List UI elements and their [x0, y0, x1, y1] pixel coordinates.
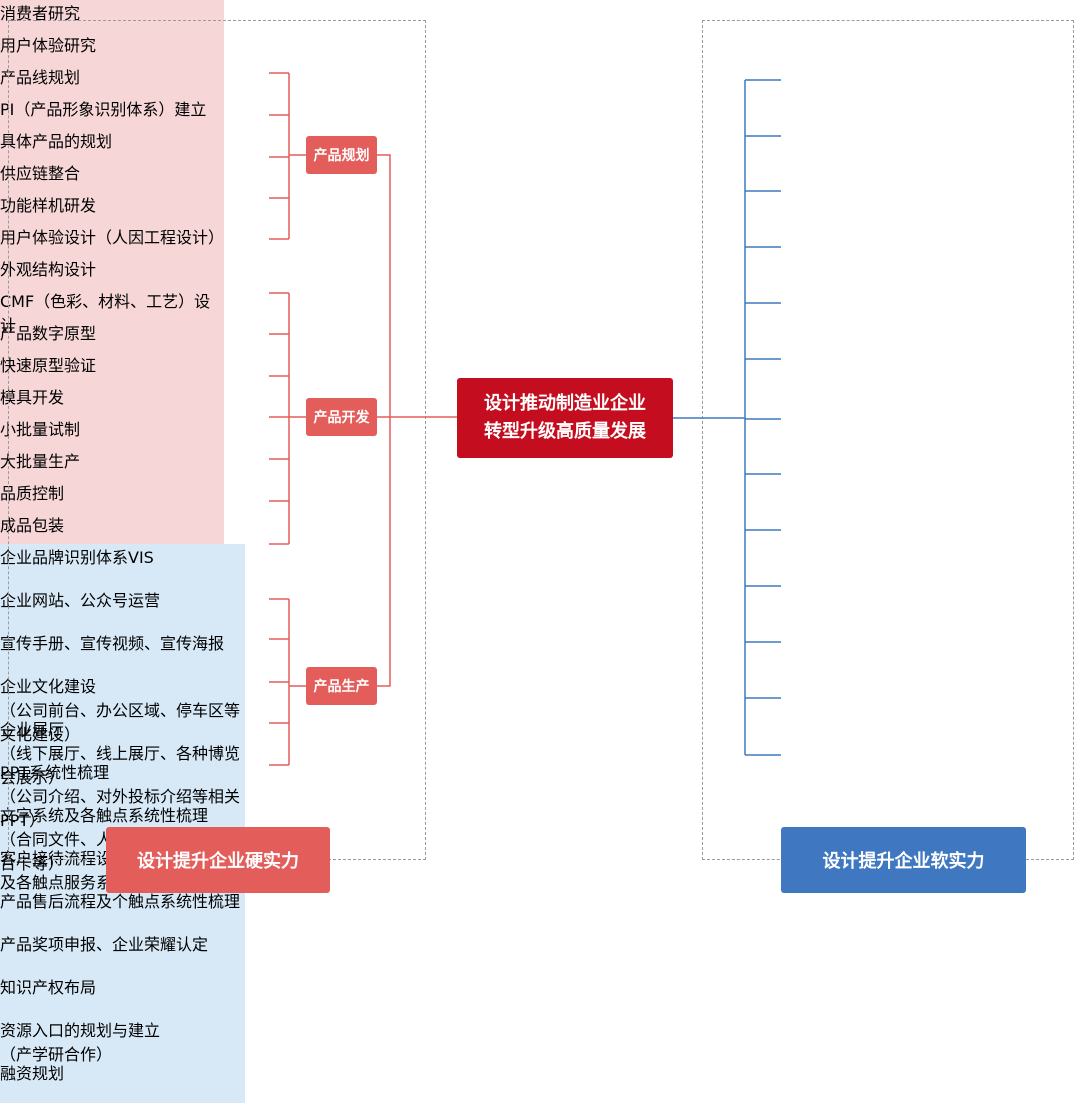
hard-power-item: 外观结构设计 [0, 256, 224, 288]
hard-power-item: 用户体验设计（人因工程设计） [0, 224, 224, 256]
central-topic: 设计推动制造业企业 转型升级高质量发展 [457, 378, 673, 458]
soft-power-item: 知识产权布局 [0, 974, 245, 1017]
soft-power-item: 资源入口的规划与建立 （产学研合作） [0, 1017, 245, 1064]
category-product-production: 产品生产 [306, 667, 377, 705]
hard-power-item: 功能样机研发 [0, 192, 224, 224]
hard-power-item: 品质控制 [0, 480, 224, 512]
hard-power-item: CMF（色彩、材料、工艺）设计 [0, 288, 224, 335]
hard-power-item: 快速原型验证 [0, 352, 224, 384]
soft-power-item: 企业文化建设 （公司前台、办公区域、停车区等文化建设） [0, 673, 245, 744]
soft-power-item: 企业品牌识别体系VIS [0, 544, 245, 587]
category-product-planning: 产品规划 [306, 136, 377, 174]
hard-power-item: 成品包装 [0, 512, 224, 544]
soft-power-item: 产品售后流程及个触点系统性梳理 [0, 888, 245, 931]
category-product-development: 产品开发 [306, 398, 377, 436]
connector-lines [269, 72, 781, 766]
hard-power-item: PI（产品形象识别体系）建立 [0, 96, 224, 128]
hard-power-item: 大批量生产 [0, 448, 224, 480]
soft-power-label: 设计提升企业软实力 [781, 827, 1026, 893]
hard-power-item: 产品线规划 [0, 64, 224, 96]
hard-power-item: 消费者研究 [0, 0, 224, 32]
hard-power-item: 具体产品的规划 [0, 128, 224, 160]
frame-divider [1026, 859, 1074, 860]
hard-power-item: 用户体验研究 [0, 32, 224, 64]
soft-power-item: 融资规划 [0, 1060, 245, 1103]
hard-power-label: 设计提升企业硬实力 [106, 827, 330, 893]
hard-power-item: 模具开发 [0, 384, 224, 416]
soft-power-item: PPT系统性梳理 （公司介绍、对外投标介绍等相关PPT） [0, 759, 245, 830]
soft-power-item: 产品奖项申报、企业荣耀认定 [0, 931, 245, 974]
soft-power-item: 宣传手册、宣传视频、宣传海报 [0, 630, 245, 673]
hard-power-item: 小批量试制 [0, 416, 224, 448]
frame-divider [8, 859, 106, 860]
hard-power-item: 产品数字原型 [0, 320, 224, 352]
connector-line [377, 154, 391, 687]
hard-power-item: 供应链整合 [0, 160, 224, 192]
soft-power-item: 企业网站、公众号运营 [0, 587, 245, 630]
